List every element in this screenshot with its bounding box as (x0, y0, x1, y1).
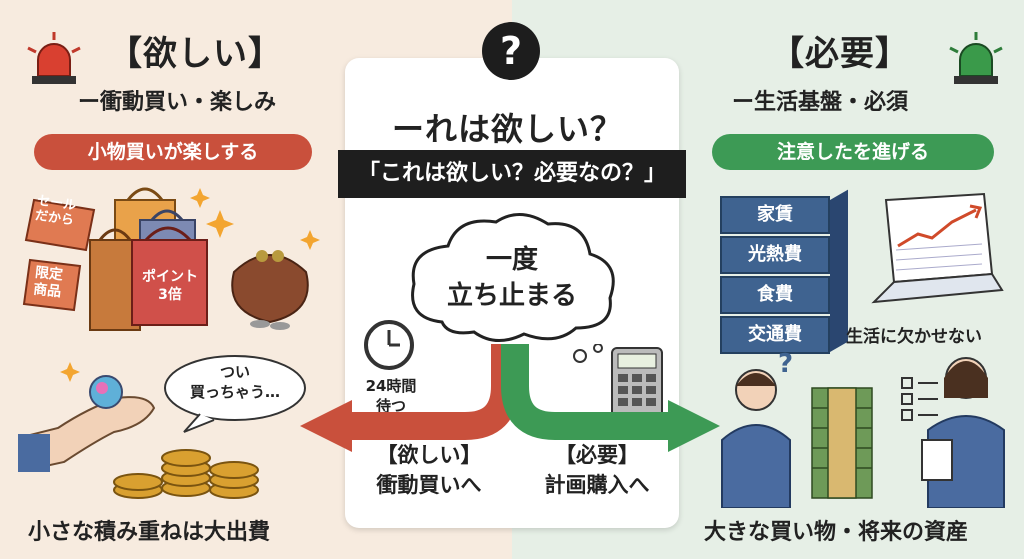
right-pill: 注意したを進げる (712, 134, 994, 170)
stack-item-utilities: 光熱費 (720, 236, 830, 274)
left-pill: 小物買いが楽しする (34, 134, 312, 170)
left-bottom-caption: 小さな積み重ねは大出費 (28, 520, 271, 545)
left-arrow-head (300, 400, 352, 452)
right-subtitle: ー生活基盤・必須 (732, 90, 909, 115)
svg-text:?: ? (778, 349, 793, 379)
speech-text: つい 買っちゃう… (189, 363, 280, 401)
life-essential-label: 生活に欠かせない (846, 327, 982, 347)
shopping-bags-illustration (22, 187, 320, 331)
thought-cloud (411, 213, 615, 342)
red-siren-icon (27, 32, 81, 84)
speech-bubble (164, 355, 306, 433)
tag-sale: セール だから (34, 193, 77, 229)
tag-points: ポイント 3倍 (142, 269, 198, 303)
hand-keychain-illustration (18, 362, 156, 472)
center-question: ーれは欲しい？ (392, 110, 624, 148)
stack-item-rent: 家賃 (720, 196, 830, 234)
green-siren-icon (949, 32, 1003, 84)
planning-people-illustration: ? (721, 349, 1005, 508)
stack-item-food: 食費 (720, 276, 830, 314)
laptop-chart-icon (871, 192, 1004, 304)
expense-stack: 家賃 光熱費 食費 交通費 (720, 196, 830, 354)
left-subtitle: ー衝動買い・楽しみ (78, 90, 277, 115)
clock-label: 24時間 待つ (365, 377, 417, 415)
coin-purse-icon (231, 250, 309, 330)
right-bottom-caption: 大きな買い物・将来の資産 (704, 520, 969, 545)
calculator-icon (573, 344, 663, 419)
left-title: 【欲しい】 (108, 34, 283, 74)
clock-icon (364, 320, 414, 370)
right-arrow-head (668, 400, 720, 452)
right-path-label: 【必要】 計画購入へ (544, 443, 650, 497)
coin-stacks-icon (113, 449, 259, 499)
decision-arrows (300, 344, 720, 452)
tag-limited: 限定 商品 (32, 264, 64, 301)
right-title: 【必要】 (770, 34, 910, 74)
cloud-text: 一度 立ち止まる (446, 245, 577, 311)
center-banner: 「これは欲しい？必要なの？」 (338, 150, 686, 198)
stack-item-transport: 交通費 (720, 316, 830, 354)
left-path-label: 【欲しい】 衝動買いへ (376, 443, 482, 497)
question-mark-icon: ? (482, 22, 540, 80)
